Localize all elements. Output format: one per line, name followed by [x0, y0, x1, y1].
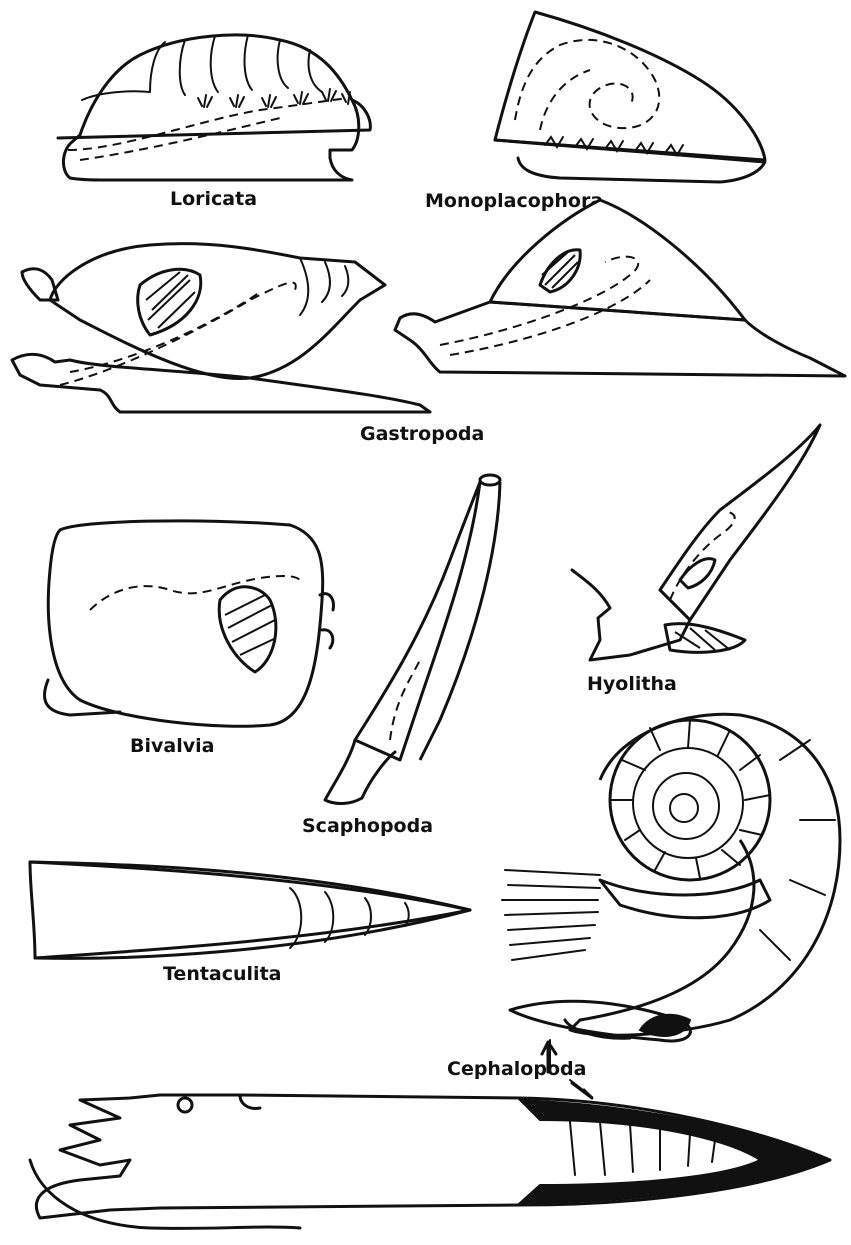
label-scaphopoda: Scaphopoda [302, 815, 433, 837]
loricata-drawing: Loricata [58, 35, 370, 210]
gastropoda-limpet-drawing: Gastropoda [360, 200, 845, 445]
cephalopoda-belemnoid-drawing: Cephalopoda [30, 1040, 830, 1228]
label-loricata: Loricata [170, 188, 257, 210]
monoplacophora-drawing: Monoplacophora [425, 12, 765, 212]
cephalopoda-nautiloid-drawing [502, 714, 840, 1041]
scaphopoda-drawing: Scaphopoda [302, 475, 500, 837]
gastropoda-coiled-drawing [12, 244, 430, 412]
label-gastropoda: Gastropoda [360, 423, 484, 445]
label-bivalvia: Bivalvia [130, 735, 214, 757]
label-hyolitha: Hyolitha [587, 673, 677, 695]
bivalvia-drawing: Bivalvia [44, 521, 333, 757]
label-tentaculita: Tentaculita [163, 963, 281, 985]
label-monoplacophora: Monoplacophora [425, 190, 603, 212]
hyolitha-drawing: Hyolitha [572, 425, 820, 695]
label-cephalopoda: Cephalopoda [447, 1058, 586, 1080]
tentaculita-drawing: Tentaculita [30, 862, 470, 985]
